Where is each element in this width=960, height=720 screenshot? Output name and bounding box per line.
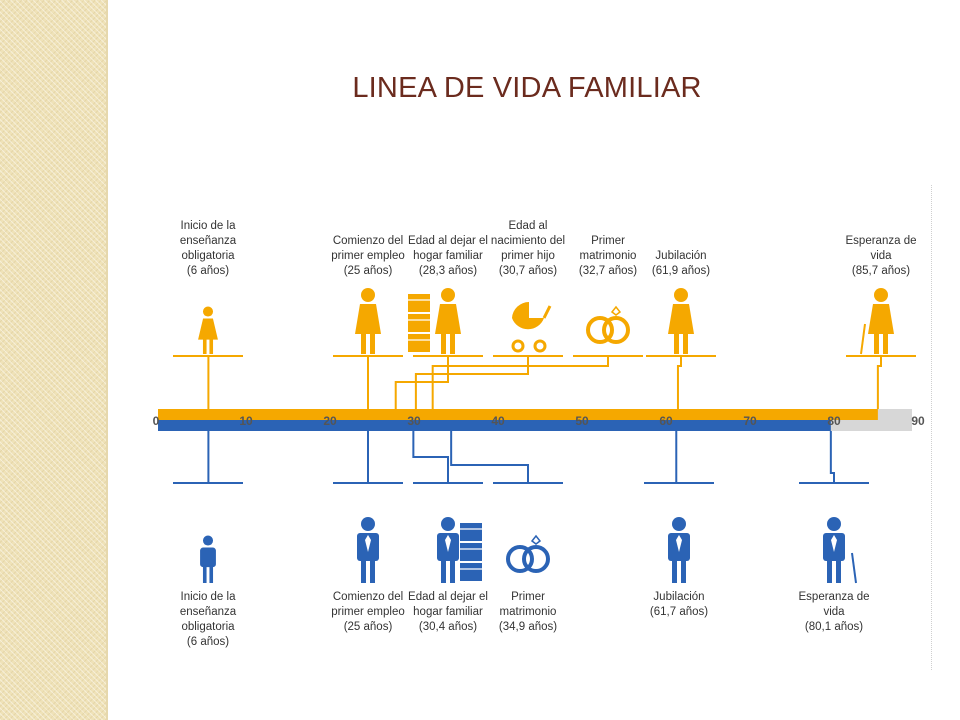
male-event-man-with-boxes (412, 431, 483, 583)
male-event-label: Edad al dejar el hogar familiar (30,4 añ… (408, 591, 488, 633)
male-event-label: Inicio de la enseñanza obligatoria (6 añ… (179, 591, 237, 648)
working-man-icon (357, 517, 379, 583)
male-event-boy (173, 431, 243, 583)
female-event-woman-with-boxes (394, 288, 483, 409)
event-connector (829, 431, 835, 483)
female-event-label: Inicio de la enseñanza obligatoria (6 añ… (179, 220, 237, 277)
slide-divider (931, 185, 932, 670)
female-event-label: Comienzo del primer empleo (25 años) (331, 235, 405, 277)
female-event-working-woman (333, 288, 403, 409)
side-strip-edge (106, 0, 108, 720)
female-event-retired-woman (646, 288, 716, 409)
retired-man-icon (668, 517, 690, 583)
female-event-label: Esperanza de vida (85,7 años) (845, 235, 917, 277)
elderly-woman-icon (860, 288, 894, 355)
male-life-bar (158, 420, 831, 431)
female-event-girl (173, 306, 243, 409)
axis-tick-label: 30 (407, 414, 421, 428)
event-connector (394, 356, 449, 409)
event-connector (876, 356, 882, 409)
page-title: LINEA DE VIDA FAMILIAR (352, 72, 702, 104)
boy-icon (200, 535, 216, 583)
man-with-boxes-icon (437, 517, 482, 583)
working-woman-icon (355, 288, 381, 354)
axis-tick-label: 70 (743, 414, 757, 428)
female-event-wedding-rings (431, 305, 643, 409)
axis-tick-label: 90 (911, 414, 925, 428)
decorative-side-strip (0, 0, 106, 720)
female-event-label: Jubilación (61,9 años) (651, 250, 711, 277)
wedding-rings-icon (586, 305, 630, 344)
male-event-working-man (333, 431, 403, 583)
male-event-label: Jubilación (61,7 años) (649, 591, 709, 618)
male-event-elderly-man (799, 431, 869, 584)
wedding-rings-icon (506, 534, 550, 573)
axis-tick-label: 50 (575, 414, 589, 428)
event-connector (450, 431, 529, 483)
axis-tick-label: 20 (323, 414, 337, 428)
retired-woman-icon (668, 288, 694, 354)
event-connector (676, 356, 682, 409)
female-life-bar (158, 409, 878, 420)
event-connector (431, 356, 609, 409)
axis-tick-label: 60 (659, 414, 673, 428)
axis-tick-label: 0 (153, 414, 160, 428)
axis-tick-label: 40 (491, 414, 505, 428)
axis-tick-label: 80 (827, 414, 841, 428)
male-event-label: Esperanza de vida (80,1 años) (798, 591, 870, 633)
female-event-label: Primer matrimonio (32,7 años) (578, 235, 638, 277)
male-event-retired-man (644, 431, 714, 583)
event-connector (412, 431, 449, 483)
woman-with-boxes-icon (408, 288, 461, 354)
elderly-man-icon (823, 517, 857, 584)
female-event-elderly-woman (846, 288, 916, 409)
baby-stroller-icon (511, 301, 552, 353)
male-event-label: Comienzo del primer empleo (25 años) (331, 591, 405, 633)
axis-tick-label: 10 (239, 414, 253, 428)
female-event-label: Edad al nacimiento del primer hijo (30,7… (490, 220, 566, 277)
male-event-wedding-rings (450, 431, 563, 573)
male-event-label: Primer matrimonio (34,9 años) (498, 591, 558, 633)
girl-icon (198, 306, 218, 354)
female-event-label: Edad al dejar el hogar familiar (28,3 añ… (408, 235, 488, 277)
